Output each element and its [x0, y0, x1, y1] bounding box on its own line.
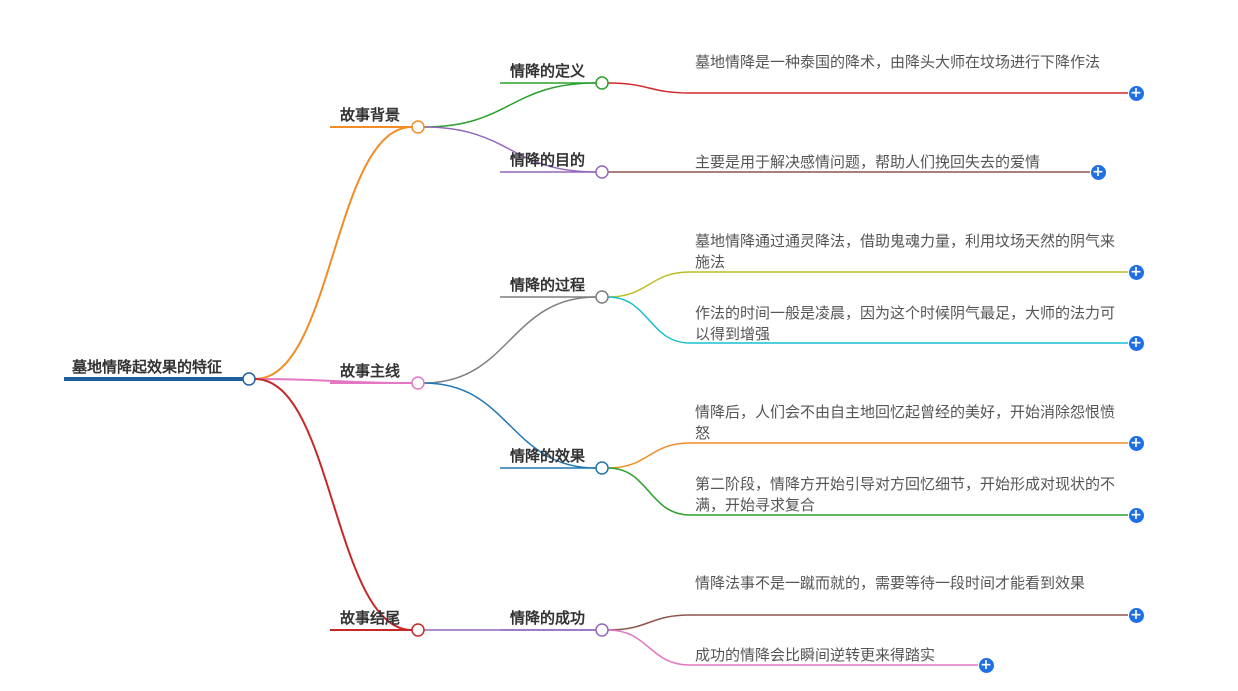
- subtopic-2-2: 情降的效果: [510, 448, 586, 465]
- expand-plus-icon-2-1-1[interactable]: +: [1128, 263, 1144, 280]
- subtopic-node-1-1[interactable]: [595, 76, 609, 90]
- expand-plus-icon-3-1-2[interactable]: +: [978, 656, 994, 673]
- subtopic-node-2-2[interactable]: [595, 461, 609, 475]
- leaf-link-2-1-1: [607, 271, 691, 298]
- expand-plus-icon-3-1-1[interactable]: +: [1128, 606, 1144, 623]
- leaf-link-1-1-1: [607, 82, 691, 94]
- leaf-text-3-1-2: 成功的情降会比瞬间逆转更来得踏实: [695, 647, 936, 664]
- subtopic-1-2: 情降的目的: [510, 152, 586, 169]
- branch-link-3: [254, 378, 413, 631]
- leaf-link-3-1-2: [607, 629, 691, 666]
- branch-node-2[interactable]: [411, 376, 425, 390]
- expand-plus-icon-2-2-1[interactable]: +: [1128, 434, 1144, 451]
- subtopic-node-2-1[interactable]: [595, 290, 609, 304]
- subtopic-link-1-1: [423, 82, 597, 128]
- subtopic-link-2-2: [423, 382, 597, 469]
- branch-node-1[interactable]: [411, 120, 425, 134]
- subtopic-1-1: 情降的定义: [510, 63, 586, 80]
- branch-node-3[interactable]: [411, 623, 425, 637]
- leaf-link-2-2-2: [607, 467, 691, 516]
- leaf-text-2-2-1: 情降后，人们会不由自主地回忆起曾经的美好，开始消除怨恨愤怒: [695, 404, 1116, 442]
- subtopic-link-2-1: [423, 296, 597, 384]
- leaf-text-2-1-1: 墓地情降通过通灵降法，借助鬼魂力量，利用坟场天然的阴气来施法: [695, 233, 1116, 271]
- expand-plus-icon-1-1-1[interactable]: +: [1128, 84, 1144, 101]
- subtopic-node-1-2[interactable]: [595, 165, 609, 179]
- leaf-text-2-2-2: 第二阶段，情降方开始引导对方回忆细节，开始形成对现状的不满，开始寻求复合: [695, 476, 1116, 514]
- expand-plus-icon-1-2-1[interactable]: +: [1090, 163, 1106, 180]
- branch-topic-3: 故事结尾: [340, 610, 401, 627]
- expand-plus-icon-2-1-2[interactable]: +: [1128, 334, 1144, 351]
- leaf-text-3-1-1: 情降法事不是一蹴而就的，需要等待一段时间才能看到效果: [695, 575, 1086, 592]
- subtopic-node-3-1[interactable]: [595, 623, 609, 637]
- leaf-text-1-2-1: 主要是用于解决感情问题，帮助人们挽回失去的爱情: [695, 154, 1041, 171]
- leaf-link-3-1-1: [607, 614, 691, 631]
- leaf-link-2-2-1: [607, 442, 691, 469]
- root-topic: 墓地情降起效果的特征: [72, 359, 223, 376]
- subtopic-link-1-2: [423, 126, 597, 173]
- leaf-text-2-1-2: 作法的时间一般是凌晨，因为这个时候阴气最足，大师的法力可以得到增强: [695, 305, 1116, 343]
- branch-topic-1: 故事背景: [340, 107, 401, 124]
- subtopic-2-1: 情降的过程: [510, 277, 586, 294]
- branch-link-1: [254, 126, 413, 380]
- leaf-link-2-1-2: [607, 296, 691, 344]
- root-node[interactable]: [242, 372, 256, 386]
- subtopic-3-1: 情降的成功: [510, 610, 586, 627]
- leaf-text-1-1-1: 墓地情降是一种泰国的降术，由降头大师在坟场进行下降作法: [695, 54, 1101, 71]
- expand-plus-icon-2-2-2[interactable]: +: [1128, 506, 1144, 523]
- branch-topic-2: 故事主线: [340, 363, 401, 380]
